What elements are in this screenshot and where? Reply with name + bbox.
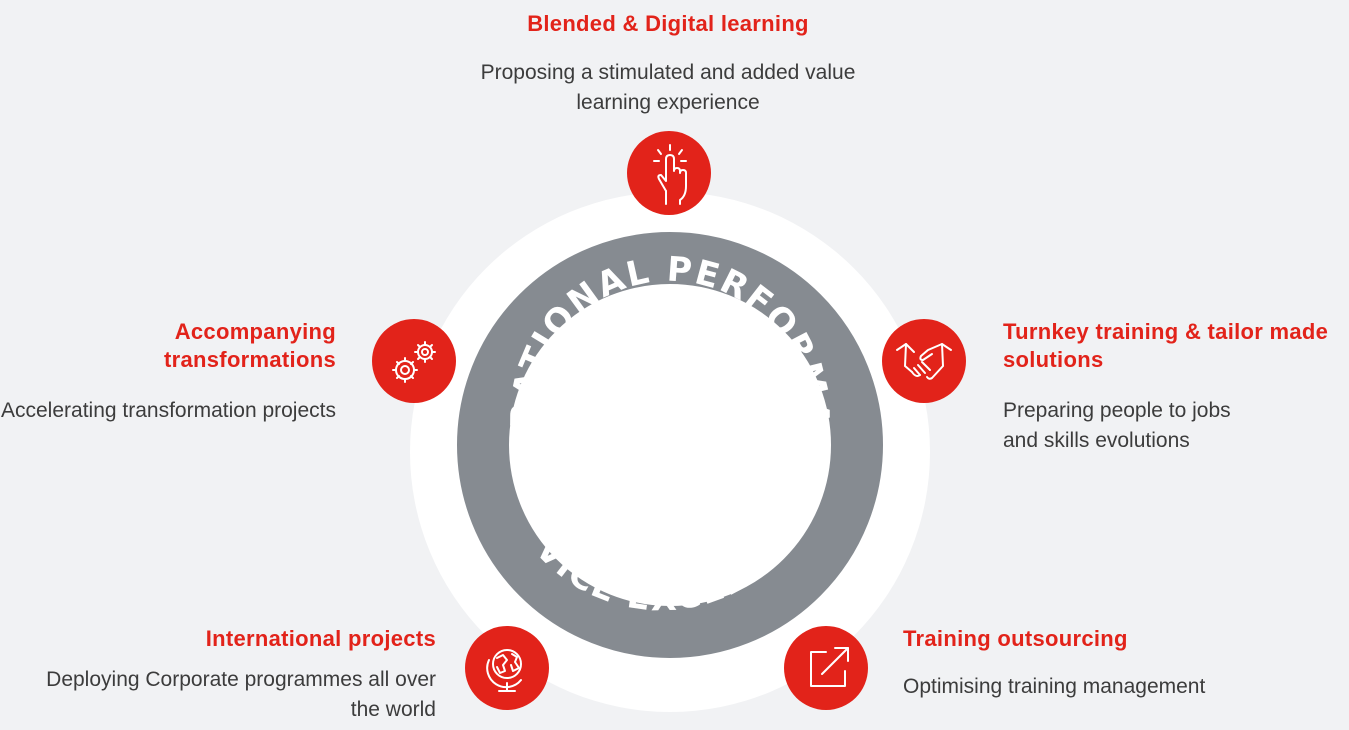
blended-learning-description: Proposing a stimulated and added value l… xyxy=(480,61,856,114)
blended-learning-node[interactable] xyxy=(627,131,711,215)
external-link-icon xyxy=(810,647,849,687)
turnkey-training-node[interactable] xyxy=(882,319,966,403)
training-outsourcing-title: Training outsourcing xyxy=(903,626,1128,651)
training-outsourcing-description: Optimising training management xyxy=(903,675,1206,698)
international-icon-circle xyxy=(465,626,549,710)
international-projects-description: Deploying Corporate programmes all over … xyxy=(46,668,436,721)
turnkey-training-description: Preparing people to jobs and skills evol… xyxy=(1003,399,1231,452)
accompanying-transformations-title: Accompanying transformations xyxy=(164,319,336,372)
turnkey-training-title: Turnkey training & tailor made solutions xyxy=(1003,319,1329,372)
gears-icon xyxy=(392,341,436,383)
training-outsourcing-node[interactable] xyxy=(784,626,868,710)
accompanying-transformations-description: Accelerating transformation projects xyxy=(1,399,336,422)
international-projects-title: International projects xyxy=(205,626,436,651)
handshake-icon xyxy=(896,343,952,380)
transformations-icon-circle xyxy=(372,319,456,403)
outsourcing-icon-circle xyxy=(784,626,868,710)
international-projects-node[interactable] xyxy=(465,626,549,710)
globe-icon xyxy=(486,649,522,692)
blended-learning-title: Blended & Digital learning xyxy=(527,11,809,36)
turnkey-icon-circle xyxy=(882,319,966,403)
tap-finger-icon xyxy=(653,144,687,205)
blended-learning-icon-circle xyxy=(627,131,711,215)
performance-ring xyxy=(457,232,883,658)
accompanying-transformations-node[interactable] xyxy=(372,319,456,403)
